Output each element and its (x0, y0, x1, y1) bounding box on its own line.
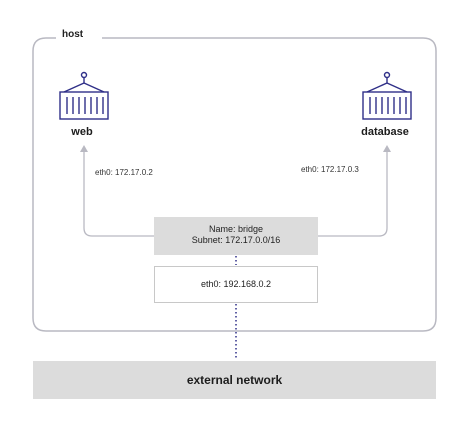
database-container-label: database (361, 126, 409, 138)
database-arrowhead (383, 145, 391, 152)
web-arrowhead (80, 145, 88, 152)
host-interface-address: eth0: 192.168.0.2 (200, 279, 272, 289)
container-icon (59, 71, 109, 120)
container-icon (362, 71, 412, 120)
database-connection-line (318, 150, 388, 237)
web-container-label: web (71, 126, 93, 138)
web-connection-line (83, 150, 154, 237)
host-boundary (32, 37, 437, 332)
host-label: host (62, 29, 84, 40)
bridge-name: Name: bridge (208, 224, 264, 234)
external-network-box: external network (33, 361, 436, 399)
bridge-network-box: Name: bridge Subnet: 172.17.0.0/16 (154, 217, 318, 255)
external-network-label: external network (186, 373, 283, 387)
host-interface-box: eth0: 192.168.0.2 (154, 266, 318, 303)
database-interface-address: eth0: 172.17.0.3 (301, 165, 359, 174)
web-interface-address: eth0: 172.17.0.2 (95, 168, 153, 177)
bridge-subnet: Subnet: 172.17.0.0/16 (191, 235, 281, 245)
